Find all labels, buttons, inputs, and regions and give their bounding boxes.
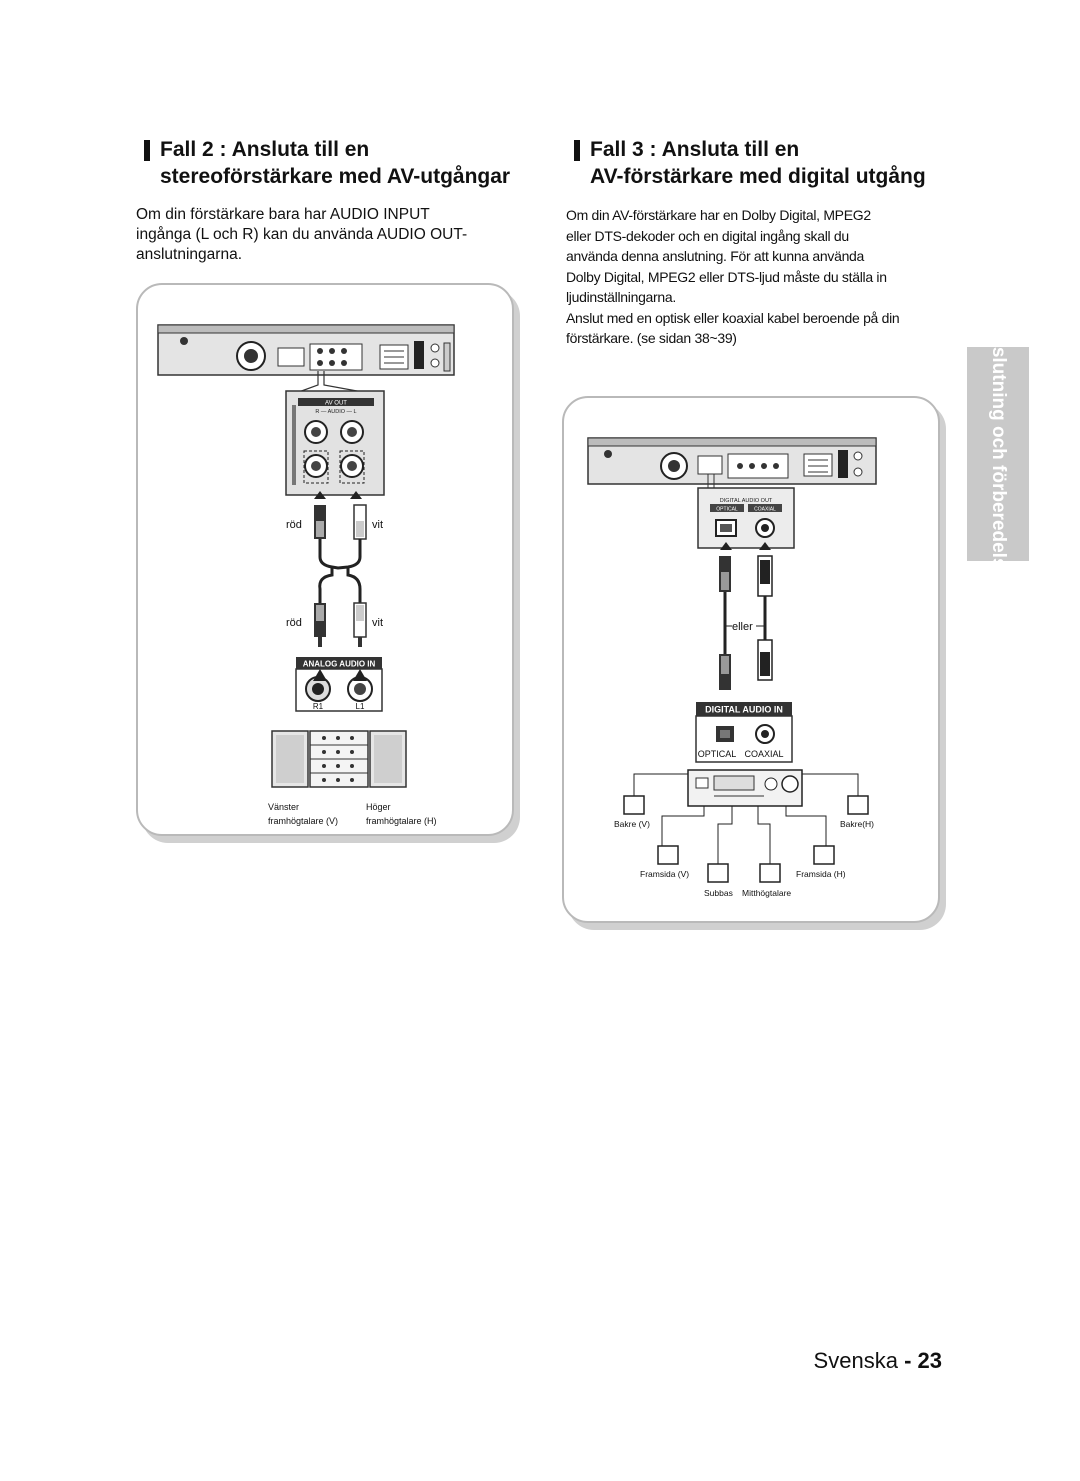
analog-audio-in-label: ANALOG AUDIO IN bbox=[303, 660, 376, 669]
optical-small-label: OPTICAL bbox=[716, 507, 738, 513]
lower-rca-plugs bbox=[314, 602, 367, 647]
footer-separator: - bbox=[904, 1348, 912, 1373]
digital-audio-out-panel: DIGITAL AUDIO OUT OPTICAL COAXIAL bbox=[697, 487, 795, 549]
audio-label: R — AUDIO — L bbox=[315, 409, 356, 415]
dvd-recorder-rear bbox=[587, 437, 877, 485]
case3-title-line2: AV-förstärkare med digital utgång bbox=[590, 165, 926, 188]
rear-right-label: Bakre(H) bbox=[840, 819, 874, 829]
dvd-recorder-rear bbox=[157, 324, 455, 376]
case2-body-line1: Om din förstärkare bara har AUDIO INPUT bbox=[136, 206, 430, 223]
rear-right-speaker bbox=[847, 795, 869, 815]
rear-left-label: Bakre (V) bbox=[614, 819, 650, 829]
av-receiver bbox=[687, 769, 803, 807]
subwoofer-speaker bbox=[707, 863, 729, 883]
case3-body-line: eller DTS-dekoder och en digital ingång … bbox=[566, 227, 849, 244]
case3-body-line: ljudinställningarna. bbox=[566, 289, 676, 305]
left-speaker-label-1: Vänster bbox=[268, 802, 299, 812]
analog-audio-in-panel: ANALOG AUDIO IN R1 L1 bbox=[295, 657, 383, 712]
right-speaker-label-2: framhögtalare (H) bbox=[366, 816, 437, 826]
case2-title-line2: stereoförstärkare med AV-utgångar bbox=[160, 165, 511, 188]
case3-connection-diagram: DIGITAL AUDIO OUT OPTICAL COAXIAL bbox=[587, 437, 877, 898]
case2-body: Om din förstärkare bara har AUDIO INPUT … bbox=[136, 205, 516, 265]
r1-label: R1 bbox=[313, 702, 324, 711]
case3-heading: Fall 3 : Ansluta till en AV-förstärkare … bbox=[574, 136, 926, 190]
front-left-speaker bbox=[657, 845, 679, 865]
case2-diagram-panel: AV OUT R — AUDIO — L röd vit bbox=[136, 283, 514, 836]
left-speaker-label-2: framhögtalare (V) bbox=[268, 816, 338, 826]
section-side-tab-label: Anslutning och förberedelser bbox=[988, 321, 1009, 587]
optical-cable bbox=[719, 556, 731, 690]
subwoofer-label: Subbas bbox=[704, 888, 733, 898]
case3-body: Om din AV-förstärkare har en Dolby Digit… bbox=[566, 205, 946, 349]
upper-white-label: vit bbox=[372, 519, 383, 531]
coaxial-cable bbox=[757, 555, 773, 681]
case3-body-line: använda denna anslutning. För att kunna … bbox=[566, 248, 865, 264]
case3-body-line: Om din AV-förstärkare har en Dolby Digit… bbox=[566, 207, 871, 223]
coaxial-label: COAXIAL bbox=[744, 749, 783, 759]
upper-rca-plugs bbox=[314, 504, 367, 540]
case2-title-line1: Fall 2 : Ansluta till en bbox=[160, 138, 370, 161]
front-left-label: Framsida (V) bbox=[640, 869, 689, 879]
case3-body-line: förstärkare. (se sidan 38~39) bbox=[566, 330, 737, 346]
stereo-system bbox=[271, 730, 407, 788]
digital-audio-out-label: DIGITAL AUDIO OUT bbox=[720, 498, 773, 504]
digital-audio-in-panel: DIGITAL AUDIO IN OPTICAL COAXIAL bbox=[695, 702, 793, 763]
right-speaker-label-1: Höger bbox=[366, 802, 391, 812]
heading-marker bbox=[574, 140, 580, 161]
av-out-panel: AV OUT R — AUDIO — L bbox=[285, 390, 385, 496]
case3-body-line: Dolby Digital, MPEG2 eller DTS-ljud måst… bbox=[566, 268, 887, 285]
case2-heading: Fall 2 : Ansluta till en stereoförstärka… bbox=[144, 136, 511, 190]
front-right-speaker bbox=[813, 845, 835, 865]
digital-audio-in-label: DIGITAL AUDIO IN bbox=[705, 705, 783, 715]
upper-red-label: röd bbox=[286, 519, 302, 531]
page-number: 23 bbox=[917, 1348, 942, 1373]
heading-marker bbox=[144, 140, 150, 161]
l1-label: L1 bbox=[356, 702, 365, 711]
av-out-label: AV OUT bbox=[325, 401, 347, 407]
rear-left-speaker bbox=[623, 795, 645, 815]
lower-red-label: röd bbox=[286, 617, 302, 629]
or-label: eller bbox=[732, 621, 753, 633]
center-speaker-label: Mitthögtalare bbox=[742, 888, 791, 898]
case2-connection-diagram: AV OUT R — AUDIO — L röd vit bbox=[157, 324, 455, 826]
footer-language: Svenska bbox=[813, 1348, 898, 1373]
section-side-tab: Anslutning och förberedelser bbox=[967, 322, 1029, 586]
lower-white-label: vit bbox=[372, 617, 383, 629]
optical-label: OPTICAL bbox=[698, 749, 737, 759]
page-footer: Svenska - 23 bbox=[814, 1348, 942, 1374]
case2-body-line3: anslutningarna. bbox=[136, 246, 242, 263]
front-right-label: Framsida (H) bbox=[796, 869, 846, 879]
center-speaker bbox=[759, 863, 781, 883]
case3-body-line: Anslut med en optisk eller koaxial kabel… bbox=[566, 309, 900, 326]
case3-title-line1: Fall 3 : Ansluta till en bbox=[590, 138, 800, 161]
case3-diagram-panel: DIGITAL AUDIO OUT OPTICAL COAXIAL bbox=[562, 396, 940, 923]
case2-body-line2: ingånga (L och R) kan du använda AUDIO O… bbox=[136, 226, 468, 243]
coaxial-small-label: COAXIAL bbox=[754, 507, 776, 513]
